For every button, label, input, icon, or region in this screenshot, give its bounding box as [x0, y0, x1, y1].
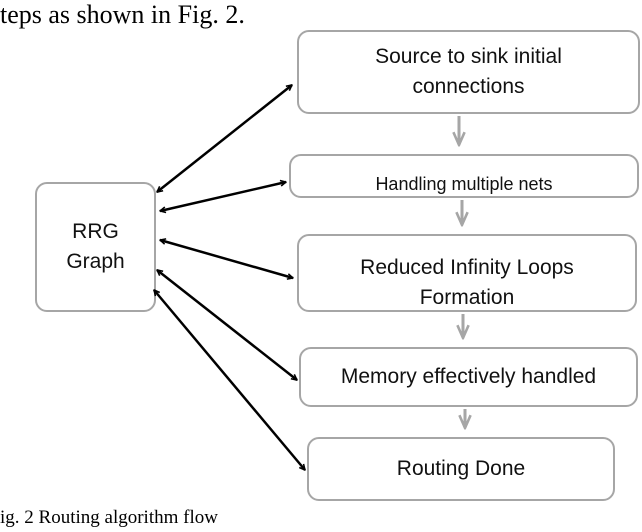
step-2-label: Handling multiple nets [375, 174, 553, 194]
rrg-label-line-2: Graph [66, 250, 125, 273]
step-1-label-line-1: Source to sink initial [375, 45, 562, 68]
step-source-to-sink: Source to sink initial connections [297, 30, 640, 114]
step-1-label-line-2: connections [412, 75, 525, 98]
step-4-label: Memory effectively handled [340, 365, 597, 388]
rrg-graph-node: RRG Graph [35, 182, 156, 312]
figure-caption: ig. 2 Routing algorithm flow [0, 507, 218, 528]
link-arrow-rrg-step3 [160, 240, 293, 278]
step-routing-done: Routing Done [307, 437, 615, 501]
preceding-text-fragment: teps as shown in Fig. 2. [0, 0, 245, 29]
rrg-label-line-1: RRG [72, 220, 119, 243]
step-3-label-line-1: Reduced Infinity Loops [360, 256, 574, 279]
step-reduced-infinity-loops: Reduced Infinity Loops Formation [297, 234, 637, 312]
step-3-label-line-2: Formation [419, 286, 515, 309]
step-handling-multiple-nets: Handling multiple nets [289, 154, 639, 198]
link-arrow-rrg-step1 [157, 85, 292, 192]
step-5-label: Routing Done [396, 457, 526, 480]
link-arrow-rrg-step2 [160, 182, 286, 211]
link-arrow-rrg-step4 [157, 270, 297, 380]
link-arrow-rrg-step5 [154, 290, 305, 470]
step-memory-handled: Memory effectively handled [299, 347, 638, 407]
